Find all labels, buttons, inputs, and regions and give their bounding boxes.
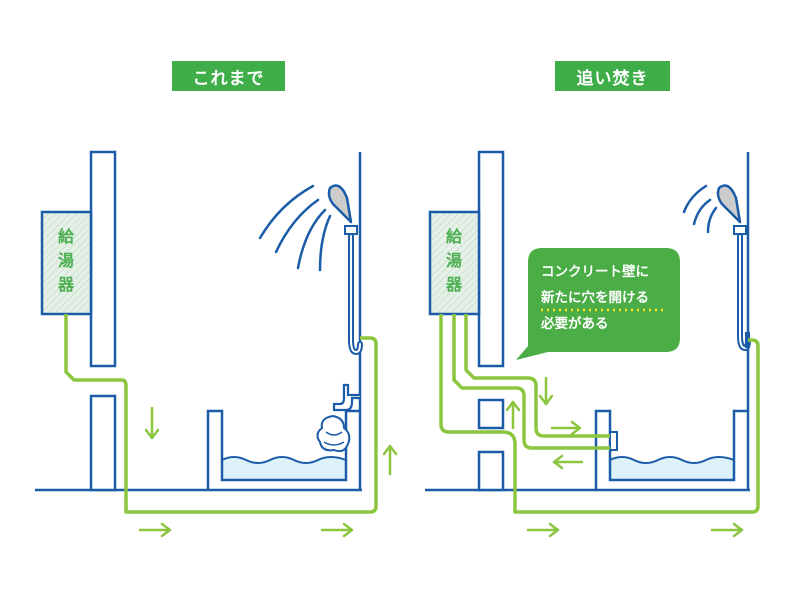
callout-line-2: 新たに穴を開ける bbox=[541, 289, 649, 306]
water-heater bbox=[40, 210, 93, 316]
shower-head bbox=[716, 184, 742, 224]
water-heater-label-3: 器 bbox=[57, 275, 75, 294]
bathtub-water bbox=[222, 457, 346, 480]
water-heater-label-1: 給 bbox=[446, 227, 463, 246]
shower-hook bbox=[733, 225, 747, 235]
flow-arrow-left-from-tub bbox=[552, 454, 584, 470]
panel-title-after: 追い焚き bbox=[555, 61, 670, 91]
bathtub-water bbox=[610, 457, 734, 480]
concrete-wall-lower bbox=[477, 450, 505, 492]
shower-spray bbox=[682, 184, 718, 234]
concrete-wall-upper bbox=[477, 150, 505, 368]
water-splash bbox=[316, 414, 351, 453]
water-heater-label-1: 給 bbox=[58, 227, 75, 246]
water-wave bbox=[221, 456, 347, 464]
flow-arrow-right-1 bbox=[526, 522, 560, 538]
panel-before: 給 湯 器 bbox=[35, 150, 398, 538]
water-heater-label-2: 湯 bbox=[58, 251, 74, 270]
concrete-wall-middle bbox=[477, 398, 505, 430]
flow-arrow-right-2 bbox=[320, 522, 354, 538]
hot-water-pipe bbox=[439, 314, 760, 514]
flow-arrow-up bbox=[382, 444, 398, 476]
shower-hose bbox=[348, 233, 363, 356]
water-wave bbox=[609, 456, 735, 464]
flow-arrow-up bbox=[505, 400, 521, 430]
concrete-wall-lower bbox=[89, 394, 117, 492]
flow-arrow-right-to-tub bbox=[550, 420, 582, 436]
reheat-pipe-outgoing bbox=[464, 314, 610, 438]
water-heater-label-2: 湯 bbox=[446, 251, 462, 270]
flow-arrow-down bbox=[538, 376, 554, 406]
shower-mixer bbox=[745, 332, 750, 348]
shower-spray bbox=[258, 184, 332, 272]
panel-title-before: これまで bbox=[172, 61, 285, 91]
hot-water-pipe bbox=[64, 314, 378, 514]
callout-line-3: 必要がある bbox=[540, 315, 609, 332]
concrete-wall-upper bbox=[89, 150, 117, 368]
faucet bbox=[332, 383, 360, 412]
flow-arrow-right-2 bbox=[710, 522, 744, 538]
water-heater bbox=[428, 210, 481, 316]
reheat-fitting bbox=[609, 431, 618, 451]
water-heater-label-3: 器 bbox=[445, 275, 463, 294]
shower-hook bbox=[344, 225, 358, 235]
shower-head bbox=[327, 184, 353, 224]
panel-after: 給 湯 器 コンクリート壁に 新たに穴を開ける 必要がある bbox=[425, 150, 760, 538]
callout-line-1: コンクリート壁に bbox=[541, 263, 649, 280]
flow-arrow-down bbox=[144, 406, 160, 440]
reheat-pipe-return bbox=[452, 314, 610, 450]
flow-arrow-right-1 bbox=[138, 522, 172, 538]
callout-bubble bbox=[516, 248, 680, 360]
bathtub bbox=[594, 409, 748, 490]
